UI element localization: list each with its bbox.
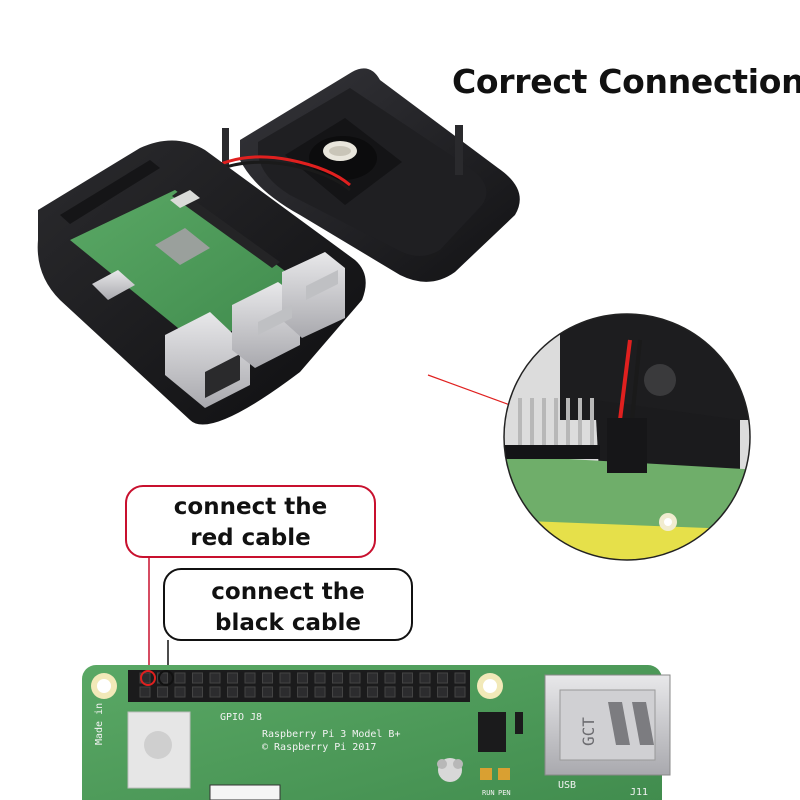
- gpio-pin: [332, 686, 343, 698]
- gpio-pin: [297, 672, 308, 684]
- j8-label: J8: [250, 712, 262, 723]
- gpio-pin: [349, 686, 361, 698]
- gpio-pin: [367, 672, 378, 684]
- gpio-pin: [454, 686, 466, 698]
- gpio-pin: [419, 672, 431, 684]
- usb-label: USB: [558, 780, 576, 791]
- gpio-pin: [402, 672, 413, 684]
- gpio-pin: [174, 686, 186, 698]
- red-callout-line2: red cable: [190, 525, 311, 551]
- gpio-pin: [262, 672, 273, 684]
- gpio-label: GPIO: [220, 712, 244, 723]
- pen-label: PEN: [498, 789, 511, 797]
- black-cable-callout: connect the black cable: [163, 568, 413, 641]
- gpio-pin: [437, 672, 448, 684]
- gpio-pin: [279, 686, 291, 698]
- pi-board-closeup: [82, 665, 671, 800]
- gpio-pin: [384, 672, 396, 684]
- gpio-pin: [227, 686, 238, 698]
- red-cable-callout: connect the red cable: [125, 485, 376, 558]
- gpio-pin: [332, 672, 343, 684]
- run-label: RUN: [482, 789, 495, 797]
- gpio-pin: [367, 686, 378, 698]
- gpio-pin: [279, 672, 291, 684]
- gpio-pin: [209, 686, 221, 698]
- gpio-pins: [139, 672, 466, 698]
- gpio-pin: [209, 672, 221, 684]
- gpio-pin: [419, 686, 431, 698]
- gpio-pin: [314, 686, 326, 698]
- page-title: Correct Connection: [452, 62, 800, 101]
- gpio-pin: [297, 686, 308, 698]
- usb-brand-label: GCT: [579, 717, 598, 746]
- black-callout-line1: connect the: [211, 579, 365, 605]
- made-in-label: Made in: [94, 703, 105, 745]
- gpio-pin: [157, 686, 168, 698]
- j11-label: J11: [630, 787, 648, 798]
- gpio-pin: [139, 686, 151, 698]
- gpio-pin: [244, 686, 256, 698]
- case-base: [37, 140, 366, 425]
- zoom-detail: [503, 313, 751, 561]
- gpio-pin: [262, 686, 273, 698]
- gpio-pin: [174, 672, 186, 684]
- gpio-pin: [314, 672, 326, 684]
- gpio-pin: [192, 672, 203, 684]
- red-callout-line1: connect the: [173, 494, 328, 520]
- gpio-pin: [384, 686, 396, 698]
- gpio-pin: [227, 672, 238, 684]
- gpio-pin: [402, 686, 413, 698]
- black-callout-line2: black cable: [215, 610, 361, 636]
- gpio-pin: [349, 672, 361, 684]
- gpio-pin: [192, 686, 203, 698]
- gpio-pin: [454, 672, 466, 684]
- model-label: Raspberry Pi 3 Model B+: [262, 729, 400, 740]
- copyright-label: © Raspberry Pi 2017: [262, 742, 376, 753]
- gpio-pin: [244, 672, 256, 684]
- cooling-fan: [285, 118, 402, 205]
- board-text: GPIO J8 Raspberry Pi 3 Model B+ © Raspbe…: [94, 703, 648, 798]
- gpio-pin: [437, 686, 448, 698]
